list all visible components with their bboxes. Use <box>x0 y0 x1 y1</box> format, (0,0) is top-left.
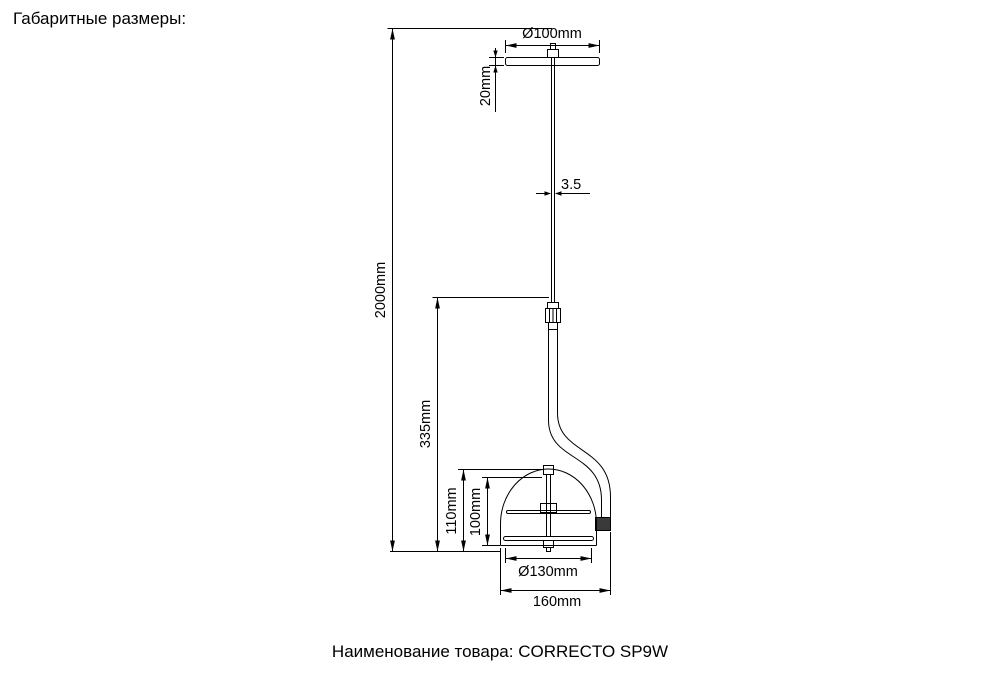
dim-shade-inner-height: 100mm <box>468 477 542 546</box>
dim-shade-width: 160mm <box>500 532 611 610</box>
dim-shade-width-label: 160mm <box>533 594 581 610</box>
upper-disc <box>506 510 591 514</box>
connector-collar <box>547 302 559 309</box>
dim-arm-drop: 335mm <box>418 297 549 552</box>
arm-shade-clamp <box>595 517 611 531</box>
arrowhead <box>555 191 562 196</box>
product-name-label: Наименование товара: CORRECTO SP9W <box>331 642 669 661</box>
lamp-holder <box>540 503 557 513</box>
dim-overall-drop-label: 2000mm <box>373 262 389 318</box>
dim-diffuser-diameter-label: Ø130mm <box>518 564 578 580</box>
dim-overall-drop: 2000mm <box>373 28 552 552</box>
arrowhead <box>493 50 498 58</box>
cable-connector <box>545 302 561 330</box>
connector-neck <box>548 322 558 330</box>
dim-canopy-height: 20mm <box>478 48 504 112</box>
dim-canopy-height-label: 20mm <box>478 66 494 106</box>
dim-shade-height-label: 110mm <box>444 487 460 534</box>
dim-shade-height: 110mm <box>444 469 542 552</box>
ceiling-canopy <box>505 43 600 66</box>
bottom-fastener <box>543 540 554 548</box>
suspension-cable <box>551 65 555 303</box>
dim-shade-inner-height-label: 100mm <box>468 488 484 536</box>
dim-canopy-diameter-label: Ø100mm <box>522 26 582 42</box>
lamp-shade <box>500 465 597 552</box>
page-heading: Габаритные размеры: <box>13 9 187 28</box>
diffuser-disc <box>503 536 594 541</box>
shade-dome-outline <box>500 468 597 546</box>
dim-diffuser-diameter: Ø130mm <box>505 548 592 580</box>
canopy-plate <box>505 57 600 66</box>
bottom-fastener-tip <box>546 547 551 552</box>
canopy-stud <box>550 43 556 50</box>
arm-outer-line <box>557 329 611 518</box>
dim-cable-thickness: 3.5 <box>536 177 590 196</box>
dim-arm-drop-label: 335mm <box>418 400 434 448</box>
canopy-fitting <box>547 49 559 58</box>
arrowhead <box>544 191 551 196</box>
dim-canopy-diameter: Ø100mm <box>505 26 600 53</box>
curved-arm <box>548 329 611 531</box>
shade-apex-collar <box>543 465 554 475</box>
dim-cable-thickness-label: 3.5 <box>561 177 581 193</box>
arrowhead <box>493 65 498 73</box>
arm-inner-line <box>548 329 602 518</box>
